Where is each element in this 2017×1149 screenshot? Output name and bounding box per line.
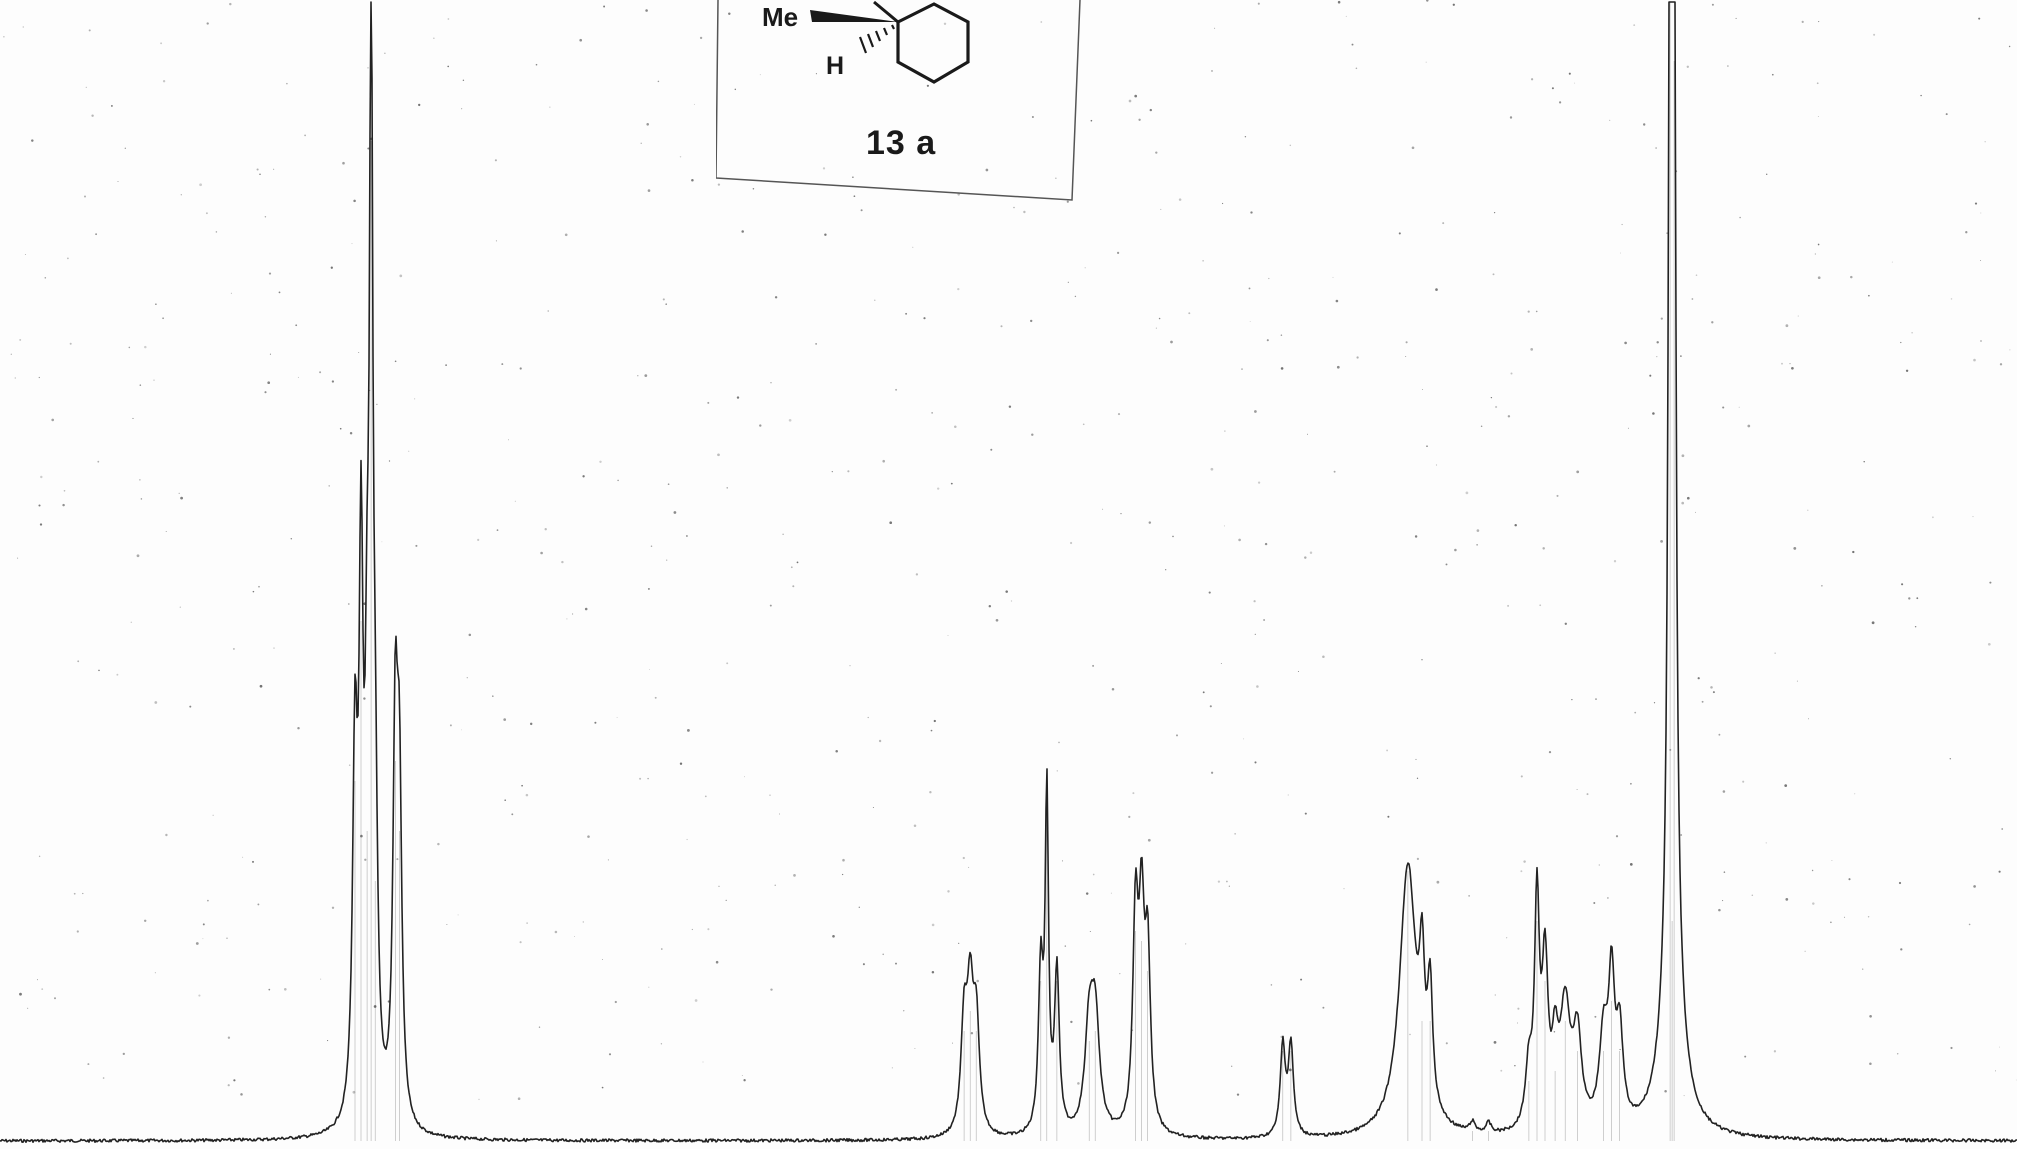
compound-number-label: 13 a — [866, 124, 937, 162]
structure-box-frame — [716, 0, 1081, 201]
cyclohexane-ring — [896, 2, 970, 84]
hydrogen-label: H — [826, 52, 845, 80]
chemical-structure-box — [716, 0, 1081, 201]
ring-substituent-bond — [873, 0, 899, 24]
spectrum-peaks — [354, 2, 1675, 1141]
methyl-label: Me — [762, 2, 799, 32]
methyl-wedge-bond — [810, 10, 898, 22]
hydrogen-hashed-bond — [858, 24, 895, 54]
